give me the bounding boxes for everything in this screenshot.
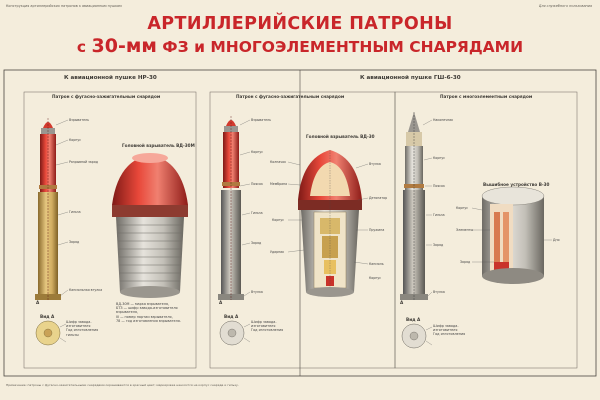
callout-6-3: Дно <box>553 238 560 242</box>
fuze-marking-legend: ВД-30М — марка взрывателя, БТЗ — шифр за… <box>116 302 181 323</box>
title-suffix: и МНОГОЭЛЕМЕНТНЫМ СНАРЯДАМИ <box>194 38 524 56</box>
callout-6-0: Корпус <box>456 206 468 210</box>
fuze-legend-line: III — номер партии взрывателя, <box>116 314 173 319</box>
callout-4-6: Пружина <box>369 228 385 232</box>
callout-1-4: Заряд <box>69 240 80 244</box>
callout-4-3: Ударник <box>270 250 285 254</box>
callout-lines-5 <box>422 119 433 297</box>
callout-4-4: Втулка <box>369 162 381 166</box>
expel-device-v30-drawing <box>481 186 545 284</box>
view-a-label-3: Вид А <box>406 317 421 322</box>
callout-3-0: Взрыватель <box>251 118 271 122</box>
view-a-note-line: Год изготовления <box>433 332 466 337</box>
panel-title-3: Патрон с многоэлементным снарядом <box>440 94 533 99</box>
callout-1-2: Разрывной заряд <box>69 160 98 164</box>
cartridge-1 <box>35 118 61 300</box>
callout-3-1: Корпус <box>251 150 263 154</box>
callout-1-1: Корпус <box>69 138 81 142</box>
poster-title-line2: с 30-мм ФЗ и МНОГОЭЛЕМЕНТНЫМ СНАРЯДАМИ <box>0 35 600 57</box>
view-a-note-line: гильзы <box>66 332 79 337</box>
view-a-base-1 <box>35 320 67 346</box>
callout-lines-2 <box>239 119 251 297</box>
callout-3-3: Гильза <box>251 211 263 215</box>
view-a-note-line: изготовителя <box>251 324 276 329</box>
callout-1-3: Гильза <box>69 210 81 214</box>
view-a-note-line: Шифр завода- <box>251 320 277 324</box>
top-note: Конструкция артиллерийских патронов к ав… <box>6 4 122 8</box>
panel-title-1: Патрон с фугасно-зажигательным снарядом <box>52 94 161 99</box>
fuze-legend-line: взрывателя, <box>116 310 139 315</box>
view-a-note-line: изготовителя <box>66 324 91 329</box>
view-a-label-2: Вид А <box>224 314 239 319</box>
fuze-legend-line: ВД-30М — марка взрывателя, <box>116 302 170 306</box>
column-head-right: К авиационной пушке ГШ-6-30 <box>360 75 461 81</box>
callout-6-1: Элементы <box>456 228 474 232</box>
callout-lines-1 <box>55 119 69 297</box>
poster-title-line1: АРТИЛЛЕРИЙСКИЕ ПАТРОНЫ <box>147 14 453 34</box>
callout-4-1: Мембрана <box>270 182 288 186</box>
callout-6-2: Заряд <box>460 260 471 264</box>
callout-4-8: Корпус <box>369 276 381 280</box>
callout-5-4: Заряд <box>433 243 444 247</box>
title-mid: ФЗ <box>156 38 195 56</box>
panel-title-2: Патрон с фугасно-зажигательным снарядом <box>236 94 345 99</box>
view-a-note-2: Шифр завода- изготовителя Год изготовлен… <box>251 320 283 333</box>
view-a-note-line: изготовителя <box>433 328 458 333</box>
callout-1-5: Капсюльная втулка <box>69 288 103 292</box>
expel-device-label: Вышибное устройство В-30 <box>483 182 550 187</box>
callout-lines-4 <box>287 161 369 265</box>
title-prefix: с <box>76 38 92 56</box>
cartridge-2 <box>218 116 244 300</box>
bottom-note: Примечание: патроны с фугасно-зажигатель… <box>6 384 239 387</box>
callout-1-0: Взрыватель <box>69 118 89 122</box>
view-a-note-line: Год изготовления <box>251 328 284 333</box>
view-a-note-3: Шифр завода- изготовителя Год изготовлен… <box>433 324 465 337</box>
panel-frame-1 <box>23 91 197 369</box>
section-mark-a-3: А <box>400 300 404 305</box>
callout-4-0: Колпачок <box>270 160 287 164</box>
callout-3-5: Втулка <box>251 290 263 294</box>
fuze-vd30m-drawing <box>112 153 188 298</box>
section-mark-a-2: А <box>219 300 223 305</box>
fuze-vd30-cutaway <box>298 150 362 297</box>
callout-lines-6 <box>471 207 552 263</box>
callout-5-2: Поясок <box>433 184 445 188</box>
callout-4-5: Детонатор <box>369 196 388 200</box>
callout-5-1: Корпус <box>433 156 445 160</box>
view-a-note-line: Шифр завода- <box>66 320 92 324</box>
callout-4-7: Капсюль <box>369 262 384 266</box>
callout-3-4: Заряд <box>251 241 262 245</box>
section-mark-a-1: А <box>36 300 40 305</box>
callout-5-3: Гильза <box>433 213 445 217</box>
cartridge-3 <box>400 112 428 300</box>
callout-4-2: Корпус <box>272 218 284 222</box>
view-a-note-1: Шифр завода- изготовителя Год изготовлен… <box>66 320 98 337</box>
view-a-base-2 <box>219 320 251 346</box>
fuze-vd30m-label: Головной взрыватель ВД-30М <box>122 143 195 148</box>
column-head-left: К авиационной пушке НР-30 <box>64 75 157 81</box>
fuze-legend-line: БТЗ — шифр завода-изготовителя <box>116 306 178 311</box>
view-a-note-line: Год изготовления <box>66 328 99 333</box>
callout-5-5: Втулка <box>433 290 445 294</box>
view-a-label-1: Вид А <box>40 314 55 319</box>
fuze-vd30-label: Головной взрыватель ВД-30 <box>306 134 375 139</box>
fuze-legend-line: 78 — год изготовления взрывателя. <box>116 318 181 323</box>
panel-frame-3 <box>394 91 578 369</box>
callout-5-0: Наконечник <box>433 118 454 122</box>
callout-3-2: Поясок <box>251 182 263 186</box>
top-right-note: Для служебного пользования <box>538 4 592 8</box>
view-a-note-line: Шифр завода- <box>433 324 459 328</box>
view-a-base-3 <box>401 323 433 349</box>
title-caliber: 30-мм <box>91 35 157 57</box>
